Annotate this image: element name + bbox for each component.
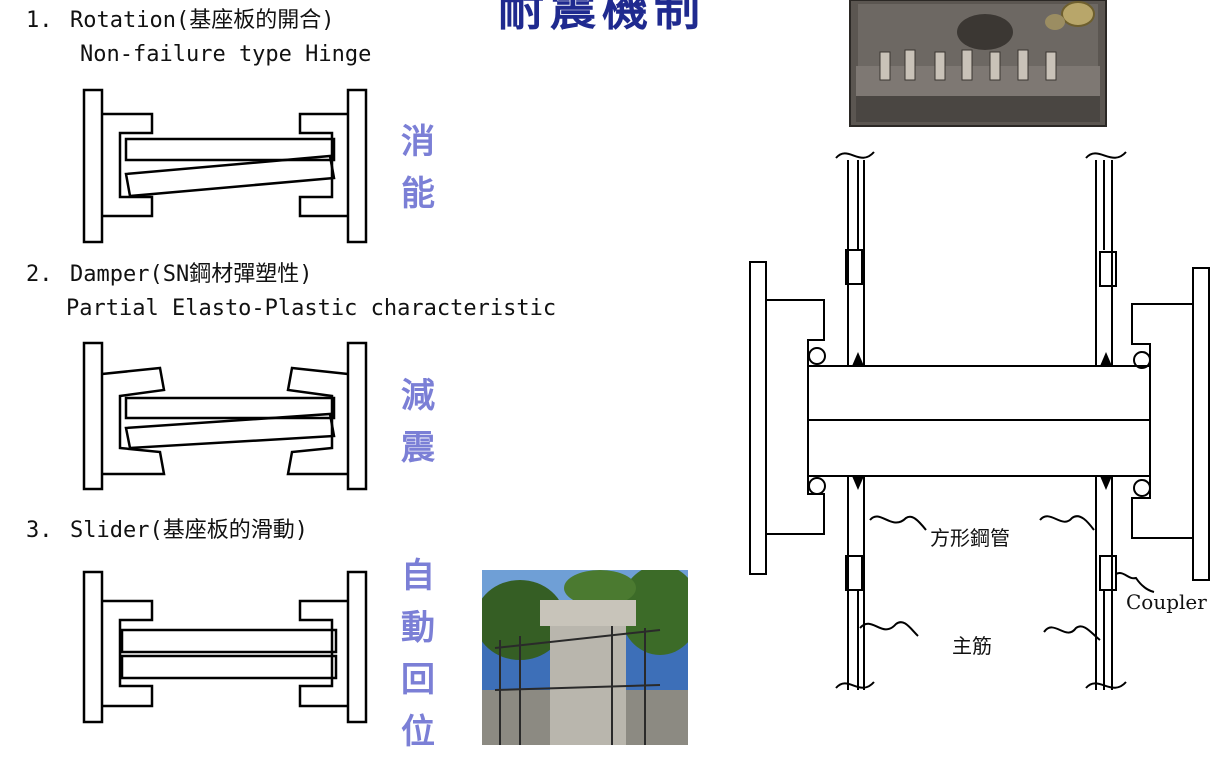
effect-1-char-2: 能 xyxy=(401,174,435,214)
rebar-label: 主筋 xyxy=(952,634,992,658)
effect-3-char-2: 動 xyxy=(401,608,435,648)
effect-label-3: 自 動 回 位 xyxy=(398,550,438,758)
end-plate-left xyxy=(749,261,767,575)
coupler-top-right xyxy=(1099,251,1117,287)
coupler-label: Coupler xyxy=(1126,590,1207,614)
mechanism-3-number: 3. xyxy=(26,518,53,543)
slider-plate-upper xyxy=(120,628,338,654)
slider-plate-lower xyxy=(120,654,338,680)
square-tube-label: 方形鋼管 xyxy=(930,526,1010,550)
mechanism-2-heading: 2. Damper(SN鋼材彈塑性) xyxy=(26,262,312,288)
effect-label-1: 消 能 xyxy=(398,116,438,220)
mechanism-2-subtitle: Partial Elasto-Plastic characteristic xyxy=(66,296,557,321)
mechanism-3-heading: 3. Slider(基座板的滑動) xyxy=(26,518,308,544)
mechanism-2-number: 2. xyxy=(26,262,53,287)
damper-diagram xyxy=(82,341,368,491)
coupler-bottom-right xyxy=(1099,555,1117,591)
mechanism-3-title: Slider(基座板的滑動) xyxy=(70,518,308,543)
end-plate-right xyxy=(1192,267,1210,581)
mechanism-2-title: Damper(SN鋼材彈塑性) xyxy=(70,262,313,287)
coupler-bottom-left xyxy=(845,555,863,591)
mechanism-1-number: 1. xyxy=(26,8,53,33)
mechanism-1-subtitle: Non-failure type Hinge xyxy=(80,42,372,67)
effect-3-char-1: 自 xyxy=(401,556,435,596)
damper-plate-upper xyxy=(124,396,336,420)
slider-diagram xyxy=(82,570,368,724)
effect-2-char-2: 震 xyxy=(401,428,435,468)
page-title: 耐震機制 xyxy=(498,0,706,36)
effect-3-char-3: 回 xyxy=(401,660,435,700)
rotation-plate-lower xyxy=(124,154,336,198)
mechanism-1-title: Rotation(基座板的開合) xyxy=(70,8,335,33)
coupler-top-left xyxy=(845,249,863,285)
damper-plate-lower xyxy=(124,412,336,450)
effect-label-2: 減 震 xyxy=(398,370,438,474)
rotation-plate-upper xyxy=(124,137,336,162)
rotation-hinge-diagram xyxy=(82,88,368,244)
effect-1-char-1: 消 xyxy=(401,122,435,162)
effect-2-char-1: 減 xyxy=(401,376,435,416)
mechanism-1-heading: 1. Rotation(基座板的開合) xyxy=(26,8,334,34)
